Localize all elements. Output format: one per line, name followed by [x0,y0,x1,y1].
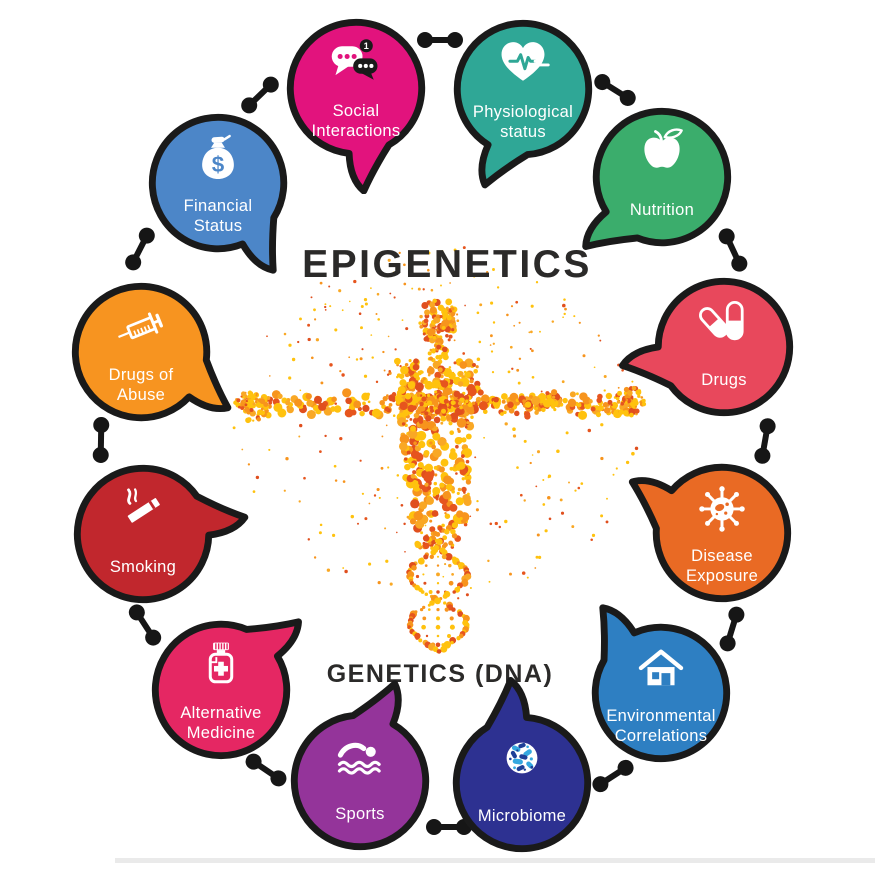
bubble-financial-status: $ Financial Status [112,77,324,289]
apple-icon [634,124,690,180]
speech-bubble-shape [73,464,249,604]
syringe-icon [113,299,169,355]
bubble-nutrition: Nutrition [556,71,768,283]
bubble-microbiome: Microbiome [416,677,628,889]
bubble-label: Drugs [701,371,747,389]
connector-dot [426,819,442,835]
bubble-environmental-correlations: Environmental Correlations [555,587,767,799]
connector-bar [430,37,450,43]
medicine-bottle-icon [193,637,249,693]
bubble-alternative-medicine: Alternative Medicine [115,584,327,796]
swimmer-icon [332,728,388,784]
speech-bubble-shape [453,19,593,189]
money-bag-icon: $ [190,130,246,186]
bubble-label: Nutrition [629,201,695,219]
dotted-human-dna-figure [232,246,647,654]
bubble-label: Environmental Correlations [606,707,716,745]
page-title: EPIGENETICS [302,243,592,286]
heart-pulse-icon [495,36,551,92]
badge-count: 1 [364,41,369,51]
speech-bubble-shape [290,680,430,851]
bubble-label: Smoking [109,558,177,576]
connector-dot [417,32,433,48]
speech-bubble-shape [286,18,426,194]
bubble-label: Disease Exposure [685,547,759,585]
connector-link [426,819,472,835]
bubble-label: Microbiome [477,807,567,825]
pills-icon [696,294,752,350]
page-edge-strip [115,858,875,863]
house-icon [633,640,689,696]
connector-dot [447,32,463,48]
speech-bubble-shape [151,618,302,760]
bubble-sports: Sports [254,675,466,887]
virus-icon [694,480,750,536]
speech-bubble-shape [582,107,732,250]
bubble-label: Sports [335,805,385,823]
bubble-label: Drugs of Abuse [108,366,174,404]
cigarette-icon [115,481,171,537]
bubble-physiological-status: Physiological status [417,0,629,195]
speech-bubble-shape [619,277,794,417]
bubble-smoking: Smoking [37,428,249,640]
connector-bar [439,824,459,830]
speech-bubble-shape [628,463,792,603]
connector-link [417,32,463,48]
chat-bubbles-icon: 1 [328,35,384,91]
bubble-drugs: Drugs [618,241,830,453]
bubble-drugs-of-abuse: Drugs of Abuse [35,246,247,458]
bubble-label: Physiological status [472,103,574,141]
dollar-sign: $ [212,152,225,177]
bubble-label: Social Interactions [311,102,401,140]
bubble-social-interactions: 1 Social Interactions [250,0,462,194]
speech-bubble-shape [148,113,288,274]
speech-bubble-shape [71,282,232,422]
microbes-icon [494,730,550,786]
bubble-label: Alternative Medicine [180,704,262,742]
bubble-label: Financial Status [183,197,253,235]
bubble-disease-exposure: Disease Exposure [616,427,828,639]
